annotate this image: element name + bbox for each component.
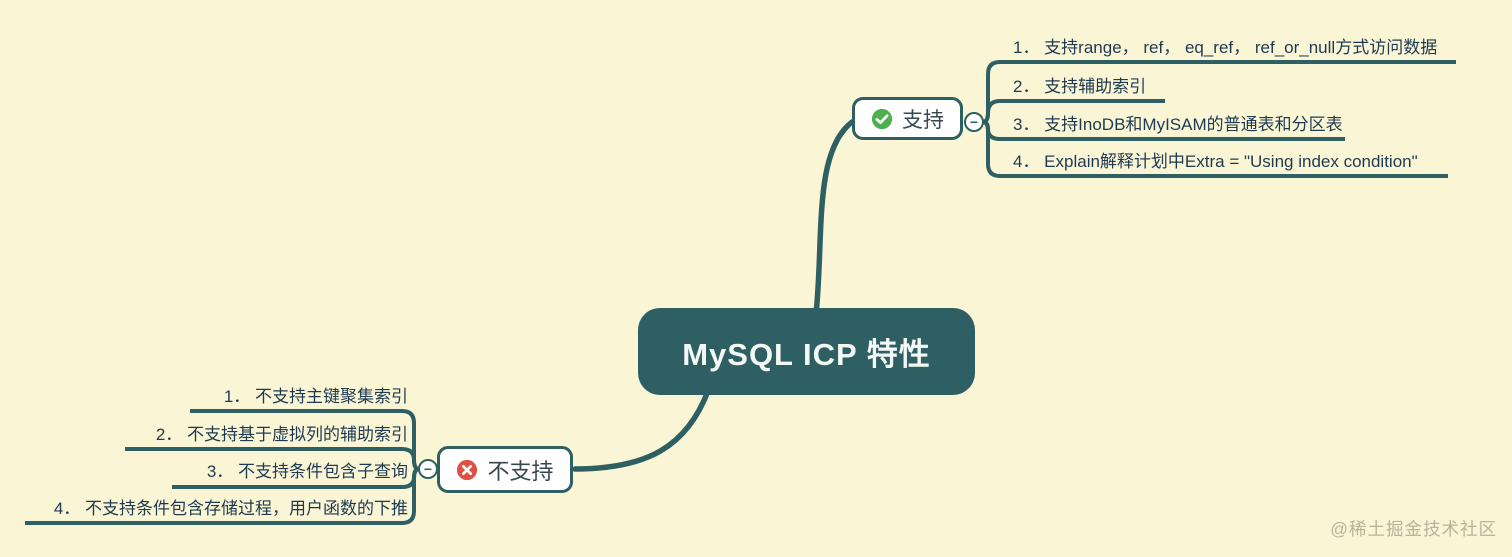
connector-root-to-support (813, 119, 855, 317)
support-item-2[interactable]: 2． 支持辅助索引 (1013, 77, 1147, 96)
nosupport-item-2[interactable]: 2． 不支持基于虚拟列的辅助索引 (155, 425, 408, 444)
nosupport-item-3[interactable]: 3． 不支持条件包含子查询 (206, 462, 408, 481)
root-topic[interactable]: MySQL ICP 特性 (638, 308, 975, 395)
collapse-button-nosupport[interactable]: − (418, 459, 438, 479)
check-circle-icon (871, 108, 893, 129)
connector-root-to-nosupport (572, 388, 711, 472)
nosupport-item-1[interactable]: 1． 不支持主键聚集索引 (223, 387, 408, 406)
collapse-button-support[interactable]: − (964, 112, 984, 132)
minus-icon: − (969, 114, 979, 130)
branch-node-nosupport[interactable]: 不支持 (437, 446, 573, 493)
support-item-1[interactable]: 1． 支持range， ref， eq_ref， ref_or_null方式访问… (1013, 38, 1438, 57)
support-item-3[interactable]: 3． 支持InoDB和MyISAM的普通表和分区表 (1013, 115, 1343, 134)
connector-nosupport-child-4 (25, 467, 420, 525)
branch-node-support[interactable]: 支持 (852, 97, 963, 140)
watermark: @稀土掘金技术社区 (1330, 519, 1497, 539)
x-circle-icon (457, 459, 478, 480)
support-item-4[interactable]: 4． Explain解释计划中Extra = "Using index cond… (1013, 152, 1418, 171)
connector-support-child-4 (982, 120, 1448, 178)
minus-icon: − (423, 461, 433, 477)
branch-label-nosupport: 不支持 (487, 458, 554, 484)
nosupport-item-4[interactable]: 4． 不支持条件包含存储过程，用户函数的下推 (53, 499, 408, 518)
root-topic-label: MySQL ICP 特性 (682, 337, 931, 372)
branch-label-support: 支持 (902, 108, 944, 132)
